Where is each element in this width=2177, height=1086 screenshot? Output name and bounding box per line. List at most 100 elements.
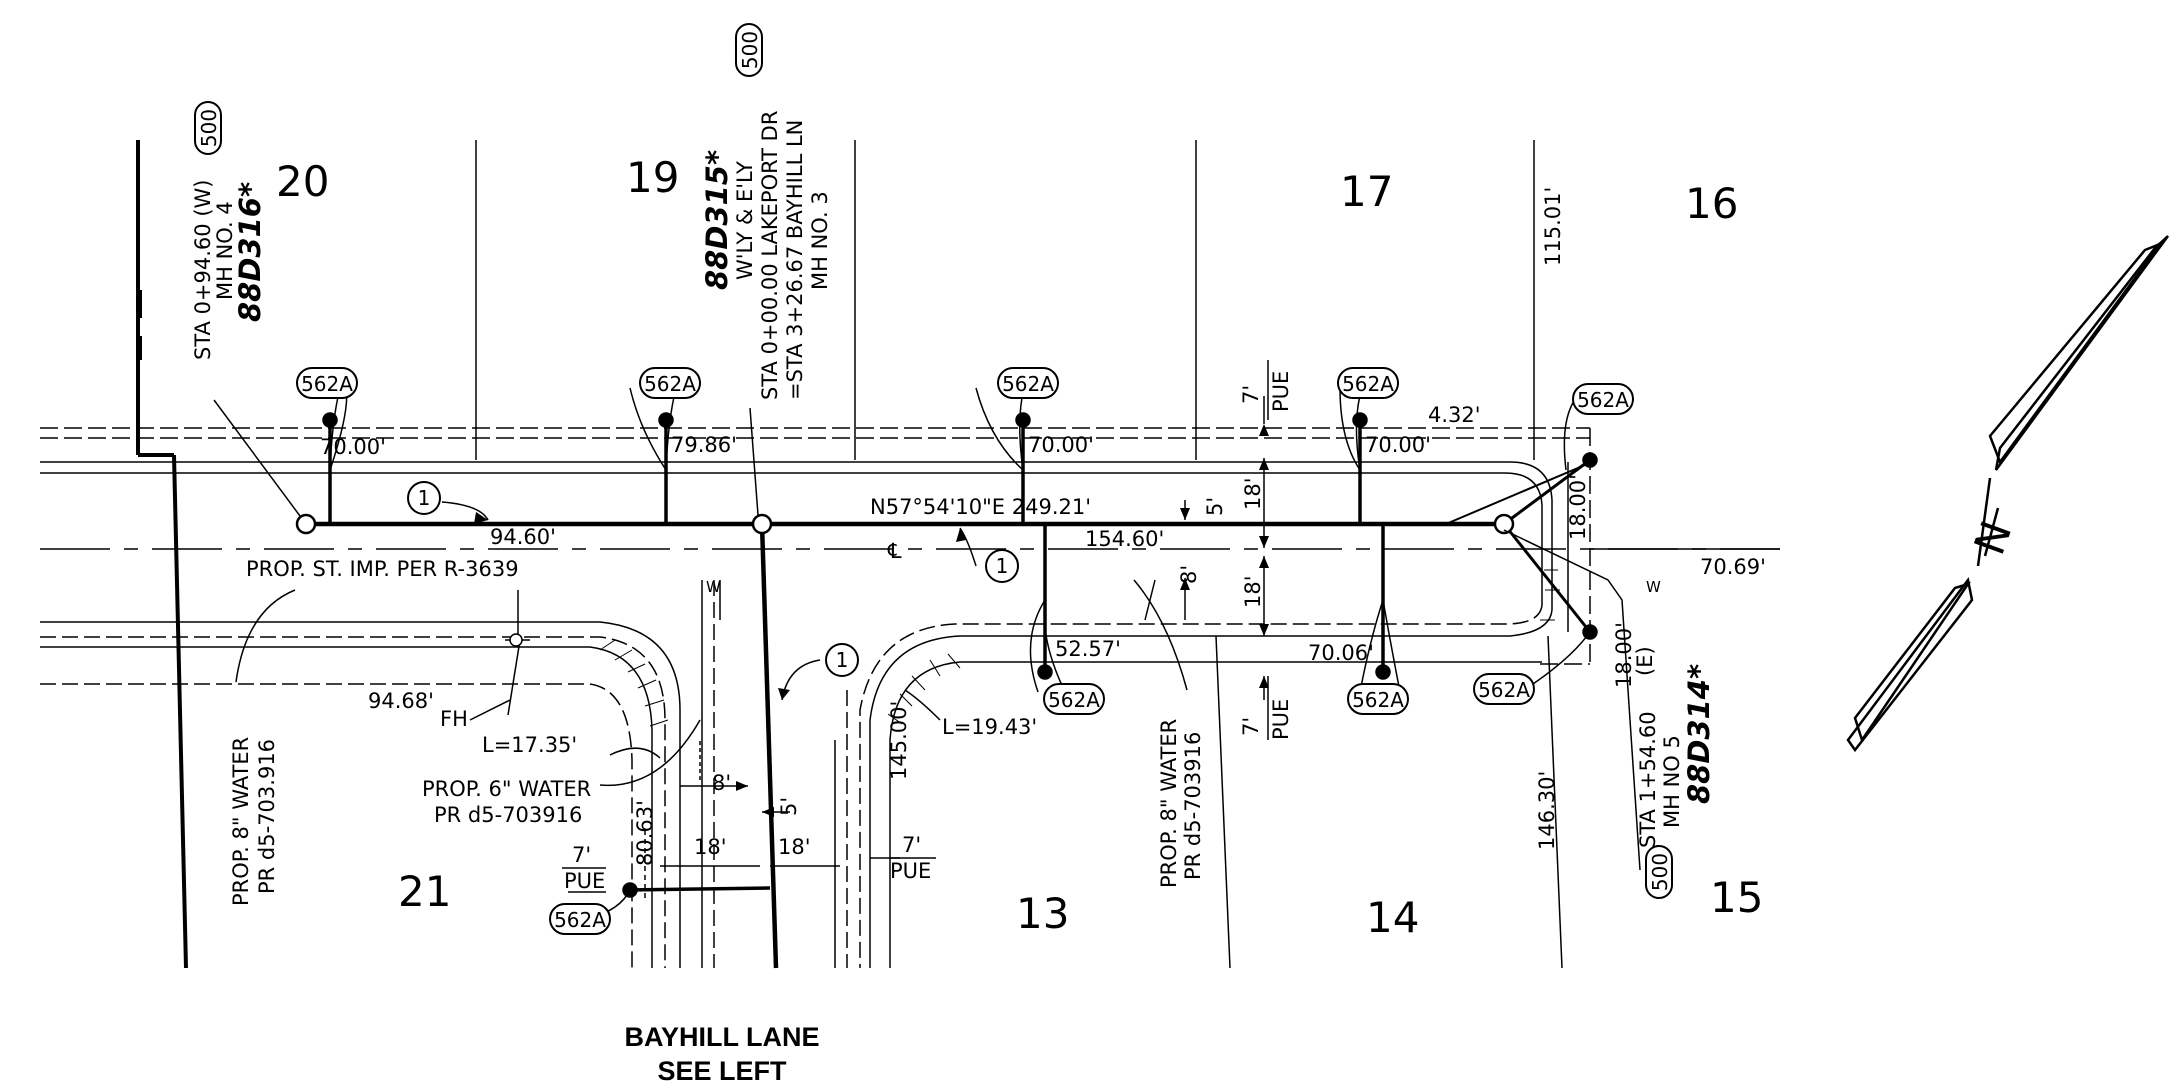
- svg-text:PROP. 8" WATER: PROP. 8" WATER: [229, 737, 253, 906]
- svg-text:562A: 562A: [1342, 372, 1394, 396]
- curb-hatch: [599, 569, 1560, 727]
- svg-text:PR d5-703916: PR d5-703916: [1181, 732, 1205, 880]
- lot-number: 15: [1710, 873, 1763, 922]
- lot-number: 17: [1340, 167, 1393, 216]
- svg-text:500: 500: [197, 109, 221, 147]
- north-arrow-label: N: [1965, 515, 2022, 561]
- svg-text:7': 7': [902, 833, 921, 857]
- svg-text:70.06': 70.06': [1308, 641, 1374, 665]
- svg-text:562A: 562A: [1352, 688, 1404, 712]
- svg-text:7': 7': [572, 843, 591, 867]
- svg-text:FH: FH: [440, 707, 468, 731]
- lot-number: 19: [626, 153, 679, 202]
- north-arrow: [1846, 235, 2170, 753]
- manhole-5: [1493, 513, 1515, 535]
- sewer-main: [306, 458, 1593, 969]
- dim-arrowheads: [474, 424, 1269, 817]
- svg-text:562A: 562A: [644, 372, 696, 396]
- svg-text:70.00': 70.00': [320, 435, 386, 459]
- svg-text:52.57': 52.57': [1055, 637, 1121, 661]
- reach-tag: 1: [985, 549, 1019, 583]
- lateral-tag: 562A: [1347, 683, 1409, 715]
- svg-text:W: W: [706, 578, 721, 596]
- svg-text:5': 5': [777, 797, 801, 816]
- svg-text:PROP. ST. IMP. PER R-3639: PROP. ST. IMP. PER R-3639: [246, 557, 519, 581]
- svg-text:79.86': 79.86': [671, 433, 737, 457]
- lot-number: 21: [398, 867, 451, 916]
- svg-text:18': 18': [1241, 576, 1265, 609]
- station-east: STA 1+54.60 MH NO 5 88D314*: [1636, 664, 1716, 848]
- svg-text:145.00': 145.00': [887, 701, 911, 780]
- lateral-tag: 562A: [549, 903, 611, 935]
- svg-text:=STA 3+26.67 BAYHILL LN: =STA 3+26.67 BAYHILL LN: [783, 120, 807, 400]
- svg-text:88D314*: 88D314*: [1682, 664, 1716, 804]
- lateral-tag: 562A: [1572, 383, 1634, 415]
- lot-numbers: 20 19 17 16 21 13 14 15: [276, 153, 1763, 942]
- manhole-3: [751, 513, 773, 535]
- svg-text:146.30': 146.30': [1535, 771, 1559, 850]
- svg-text:℄: ℄: [887, 539, 902, 563]
- svg-text:MH NO. 3: MH NO. 3: [808, 191, 832, 290]
- lot-lines: [136, 140, 1563, 969]
- svg-text:L=17.35': L=17.35': [482, 733, 577, 757]
- svg-text:18.00': 18.00': [1566, 474, 1590, 540]
- svg-text:STA 0+00.00 LAKEPORT DR: STA 0+00.00 LAKEPORT DR: [758, 111, 782, 400]
- svg-text:562A: 562A: [1478, 678, 1530, 702]
- svg-text:PUE: PUE: [890, 859, 931, 883]
- svg-text:88D316*: 88D316*: [233, 182, 267, 322]
- svg-text:70.00': 70.00': [1028, 433, 1094, 457]
- svg-text:562A: 562A: [1048, 688, 1100, 712]
- svg-text:1: 1: [418, 486, 431, 510]
- manhole-4: [295, 513, 317, 535]
- svg-text:W'LY & E'LY: W'LY & E'LY: [733, 161, 757, 280]
- svg-text:PUE: PUE: [1269, 699, 1293, 740]
- svg-text:(E): (E): [1633, 646, 1657, 676]
- svg-text:500: 500: [738, 31, 762, 69]
- lot-number: 20: [276, 157, 329, 206]
- svg-text:18.00': 18.00': [1612, 622, 1636, 688]
- street-reference: BAYHILL LANE SEE LEFT: [624, 1022, 819, 1086]
- svg-text:18': 18': [778, 835, 811, 859]
- lot-number: 16: [1685, 179, 1738, 228]
- svg-text:PR d5-703.916: PR d5-703.916: [255, 739, 279, 894]
- lateral-tags: 562A 562A 562A 562A 562A 562A 562A 562A: [296, 367, 1634, 935]
- svg-text:115.01': 115.01': [1541, 187, 1565, 266]
- station-west: STA 0+94.60 (W) MH NO. 4 88D316*: [191, 180, 267, 360]
- svg-text:PUE: PUE: [564, 869, 605, 893]
- reach-tag: 1: [825, 643, 859, 677]
- svg-text:L=19.43': L=19.43': [942, 715, 1037, 739]
- notes: PROP. ST. IMP. PER R-3639 FH PROP. 6" WA…: [229, 557, 1661, 906]
- svg-text:1: 1: [996, 554, 1009, 578]
- lateral-tag: 562A: [1043, 683, 1105, 715]
- svg-text:STA 0+94.60 (W): STA 0+94.60 (W): [191, 180, 215, 360]
- svg-text:BAYHILL LANE: BAYHILL LANE: [624, 1022, 819, 1052]
- dimensions: 70.00' 79.86' 70.00' 70.00' 4.32' 94.60'…: [320, 187, 1766, 893]
- lateral-tag: 562A: [296, 367, 358, 399]
- svg-text:70.00': 70.00': [1365, 433, 1431, 457]
- svg-text:18': 18': [1241, 478, 1265, 511]
- station-tag-west: 500: [194, 101, 222, 155]
- svg-text:5': 5': [1203, 497, 1227, 516]
- svg-text:94.60': 94.60': [490, 525, 556, 549]
- svg-text:STA 1+54.60: STA 1+54.60: [1636, 711, 1660, 848]
- station-tag-east: 500: [1645, 845, 1673, 899]
- svg-text:1: 1: [836, 648, 849, 672]
- lot-number: 13: [1016, 889, 1069, 938]
- svg-text:7': 7': [1239, 717, 1263, 736]
- svg-text:562A: 562A: [301, 372, 353, 396]
- svg-text:88D315*: 88D315*: [700, 150, 734, 290]
- svg-text:MH NO 5: MH NO 5: [1660, 735, 1684, 828]
- lateral-tag: 562A: [1337, 367, 1399, 399]
- leaders: [213, 387, 1641, 919]
- svg-text:80.63': 80.63': [633, 800, 657, 866]
- lateral-tag: 562A: [1473, 673, 1535, 705]
- svg-text:PROP. 8" WATER: PROP. 8" WATER: [1157, 719, 1181, 888]
- lot-number: 14: [1366, 893, 1419, 942]
- svg-text:154.60': 154.60': [1085, 527, 1164, 551]
- svg-text:PR d5-703916: PR d5-703916: [434, 803, 582, 827]
- station-middle: 88D315* W'LY & E'LY STA 0+00.00 LAKEPORT…: [700, 111, 832, 400]
- svg-text:562A: 562A: [1002, 372, 1054, 396]
- manholes: [295, 513, 1515, 535]
- svg-text:PROP. 6" WATER: PROP. 6" WATER: [422, 777, 591, 801]
